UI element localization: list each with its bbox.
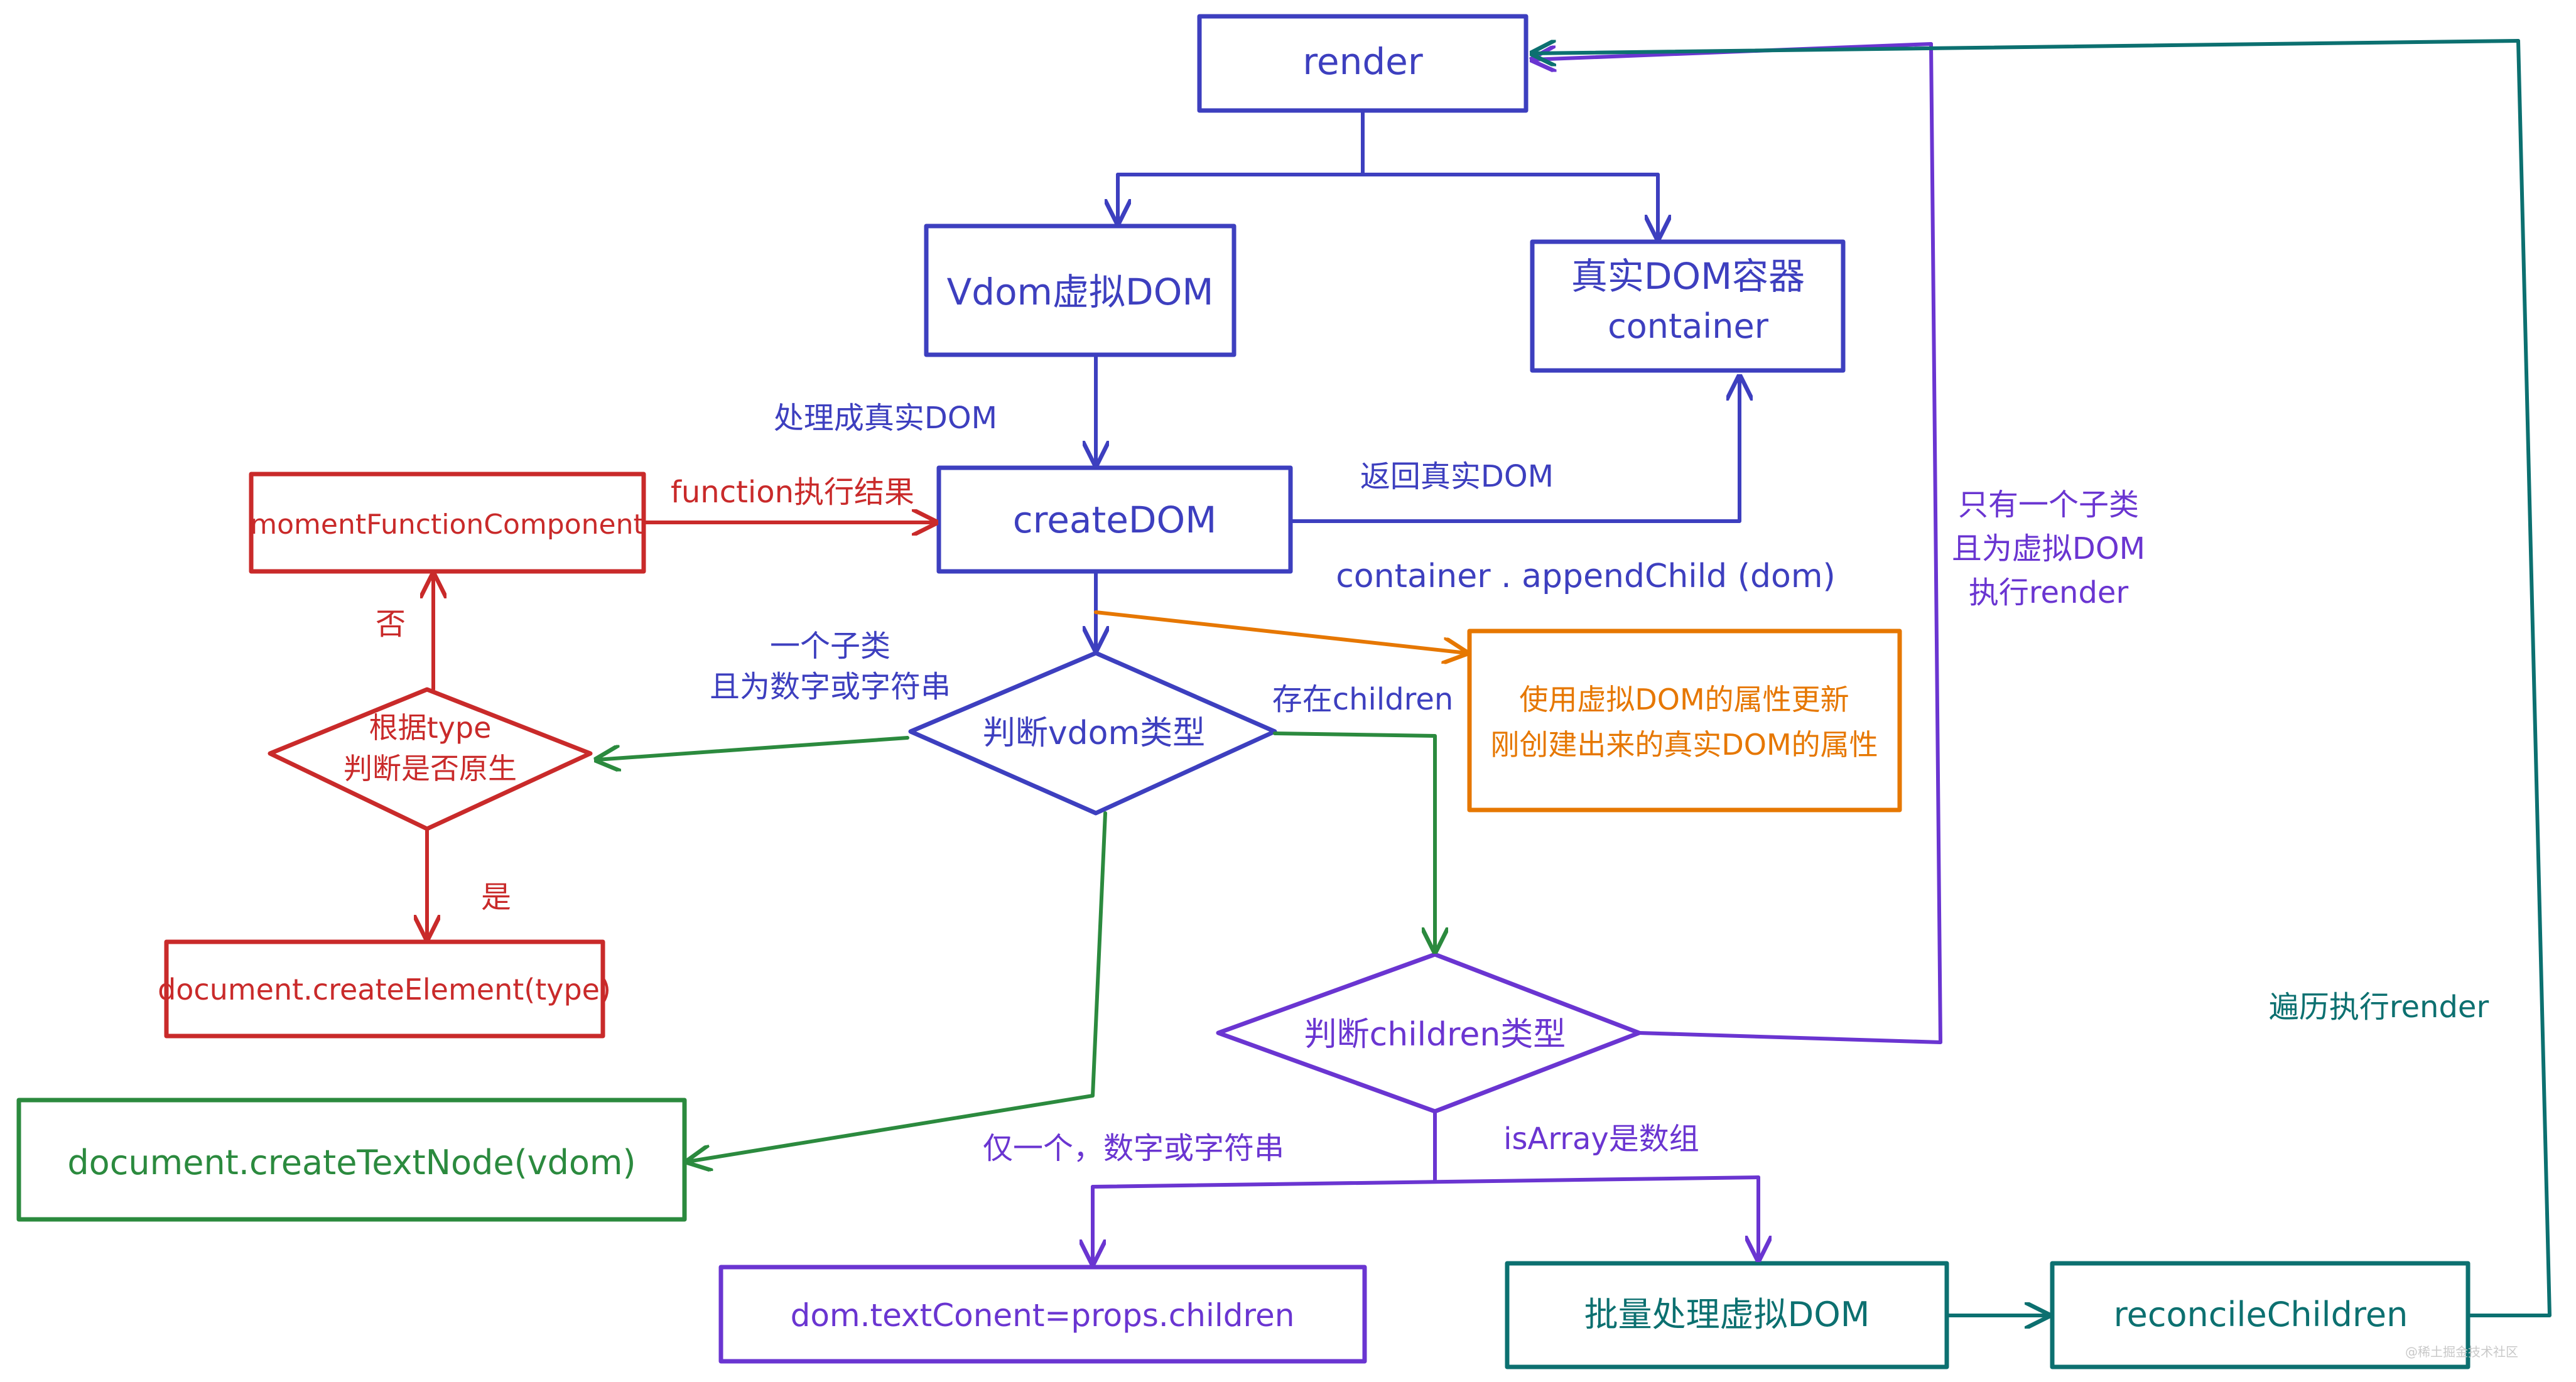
- node-text-content: dom.textConent=props.children: [718, 1265, 1367, 1364]
- edge-judge-children-split: [1091, 1109, 1760, 1189]
- label-append-child: container . appendChild (dom): [1336, 558, 1836, 595]
- label-single-vdom-1: 只有一个子类: [1958, 487, 2139, 522]
- node-moment-function-component: momentFunctionComponent: [249, 472, 646, 574]
- node-judge-vdom-label: 判断vdom类型: [983, 715, 1205, 752]
- node-judge-type-label-1: 根据type: [369, 711, 492, 745]
- node-vdom: Vdom虚拟DOM: [924, 224, 1237, 357]
- node-reconcile-label: reconcileChildren: [2114, 1295, 2408, 1334]
- label-single-vdom-2: 且为虚拟DOM: [1952, 531, 2145, 566]
- node-create-dom-label: createDOM: [1013, 499, 1216, 541]
- node-vdom-label: Vdom虚拟DOM: [947, 271, 1214, 313]
- node-update-props: 使用虚拟DOM的属性更新 刚创建出来的真实DOM的属性: [1467, 629, 1902, 812]
- edge-judge-vdom-to-judge-type: [597, 736, 909, 760]
- node-real-dom-container: 真实DOM容器 container: [1530, 239, 1846, 373]
- label-yes: 是: [481, 880, 511, 915]
- label-is-array: isArray是数组: [1503, 1121, 1699, 1157]
- node-batch-process-label: 批量处理虚拟DOM: [1584, 1295, 1870, 1334]
- node-create-element: document.createElement(type): [158, 939, 611, 1039]
- label-has-children: 存在children: [1272, 682, 1454, 717]
- node-real-dom-label-2: container: [1608, 306, 1769, 346]
- edge-has-children: [1273, 731, 1435, 951]
- label-traverse-render: 遍历执行render: [2269, 990, 2489, 1025]
- node-render-label: render: [1302, 40, 1423, 83]
- node-create-text-node-label: document.createTextNode(vdom): [67, 1143, 636, 1182]
- node-judge-children: 判断children类型: [1216, 952, 1642, 1114]
- node-update-props-label-1: 使用虚拟DOM的属性更新: [1519, 683, 1849, 716]
- label-single-vdom-3: 执行render: [1969, 575, 2129, 610]
- edge-create-dom-to-container: [1289, 377, 1740, 523]
- node-create-element-label: document.createElement(type): [158, 973, 611, 1007]
- edge-single-vdom-to-render: [1637, 42, 1942, 1044]
- label-only-one: 仅一个，数字或字符串: [983, 1131, 1284, 1166]
- node-judge-type-label-2: 判断是否原生: [344, 752, 517, 785]
- node-moment-fn-label: momentFunctionComponent: [250, 509, 644, 541]
- node-create-dom: createDOM: [936, 465, 1293, 574]
- node-batch-process: 批量处理虚拟DOM: [1505, 1261, 1949, 1369]
- node-render: render: [1197, 14, 1529, 113]
- label-to-real-dom: 处理成真实DOM: [774, 401, 997, 436]
- label-single-text-1: 一个子类: [770, 629, 890, 664]
- node-real-dom-label-1: 真实DOM容器: [1571, 255, 1805, 298]
- label-return-real-dom: 返回真实DOM: [1360, 459, 1554, 494]
- label-single-text-2: 且为数字或字符串: [710, 669, 951, 704]
- node-create-text-node: document.createTextNode(vdom): [16, 1098, 687, 1222]
- watermark: @稀土掘金技术社区: [2405, 1344, 2518, 1359]
- node-judge-vdom: 判断vdom类型: [908, 651, 1277, 816]
- node-judge-type: 根据type 判断是否原生: [268, 687, 593, 831]
- label-function-result: function执行结果: [671, 475, 914, 510]
- edge-to-update-props: [1094, 610, 1466, 653]
- node-text-content-label: dom.textConent=props.children: [791, 1297, 1295, 1334]
- edge-judge-vdom-to-text-node: [688, 811, 1107, 1162]
- edge-reconcile-to-render-head: [1532, 39, 2520, 53]
- node-update-props-label-2: 刚创建出来的真实DOM的属性: [1490, 728, 1878, 762]
- edge-render-split: [1116, 109, 1660, 176]
- node-judge-children-label: 判断children类型: [1304, 1016, 1566, 1054]
- label-no: 否: [376, 607, 406, 642]
- edge-reconcile-to-render: [2466, 39, 2552, 1317]
